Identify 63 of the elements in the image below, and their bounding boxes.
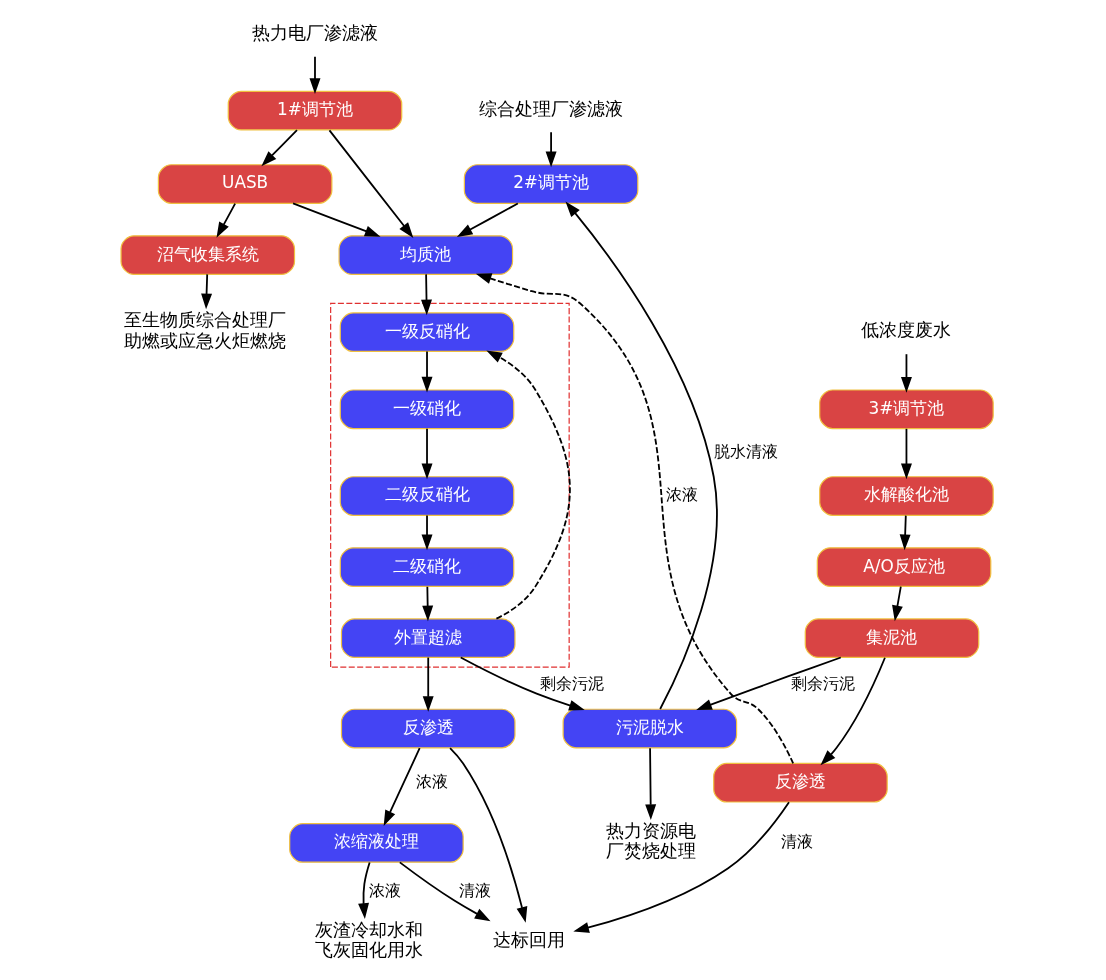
arrow [383, 747, 421, 827]
arrow [545, 131, 557, 168]
node-text: 至生物质综合处理厂助燃或应急火炬燃烧 [123, 309, 286, 351]
arrow [891, 585, 903, 622]
arrow [899, 514, 911, 551]
node-box: 外置超滤 [340, 618, 516, 659]
node-box: 一级反硝化 [339, 312, 514, 353]
edge-label: 剩余污泥 [790, 674, 855, 694]
node-box: 均质池 [337, 235, 513, 275]
node-box: 二级反硝化 [339, 476, 514, 516]
node-box: 水解酸化池 [818, 476, 994, 516]
arrow [421, 514, 432, 551]
edge-label: 浓液 [415, 771, 448, 791]
node-box: 2#调节池 [463, 164, 638, 204]
node-box: 3#调节池 [818, 389, 994, 430]
arrow [421, 350, 432, 393]
edge-label: 脱水清液 [713, 441, 778, 461]
node-box: A/O反应池 [816, 547, 991, 587]
node-box: 污泥脱水 [562, 708, 737, 749]
arrow [564, 201, 718, 710]
arrow [900, 353, 912, 393]
node-box: 反渗透 [712, 762, 888, 803]
arrow [448, 747, 527, 923]
arrow [572, 801, 790, 933]
node-text: 灰渣冷却水和飞灰固化用水 [314, 918, 423, 961]
node-text: 热力电厂渗滤液 [251, 21, 378, 43]
edge-label: 清液 [780, 832, 813, 852]
arrow [421, 427, 432, 480]
node-box: UASB [157, 164, 332, 204]
node-text: 低浓度废水 [860, 319, 951, 341]
arrow [644, 747, 656, 821]
node-box: 1#调节池 [227, 90, 402, 131]
arrow [695, 656, 842, 711]
arrow [456, 202, 519, 237]
edge-label: 清液 [458, 881, 491, 901]
arrow [421, 585, 433, 622]
arrow [420, 273, 432, 316]
arrow [328, 129, 413, 238]
arrow [398, 861, 491, 922]
arrow [260, 129, 298, 167]
edge-label: 浓液 [368, 881, 401, 901]
arrow [422, 656, 434, 712]
arrow [459, 656, 585, 711]
node-box: 二级硝化 [339, 547, 514, 587]
arrow [309, 55, 320, 94]
node-text: 热力资源电厂焚烧处理 [605, 819, 696, 862]
arrow [900, 427, 912, 480]
node-box: 集泥池 [804, 618, 979, 659]
node-box: 沼气收集系统 [119, 235, 295, 275]
arrow [485, 350, 571, 620]
node-box: 反渗透 [340, 708, 516, 749]
arrow [819, 656, 886, 766]
arrow [357, 861, 371, 919]
arrow [200, 273, 212, 310]
node-text: 达标回用 [492, 928, 565, 950]
node-text: 综合处理厂渗滤液 [478, 97, 623, 119]
node-box: 浓缩液处理 [288, 823, 464, 863]
edge-label: 浓液 [665, 485, 698, 505]
arrow [475, 273, 794, 765]
arrow [216, 202, 236, 238]
arrow [291, 202, 380, 237]
node-box: 一级硝化 [339, 389, 514, 430]
edge-label: 剩余污泥 [539, 674, 604, 694]
